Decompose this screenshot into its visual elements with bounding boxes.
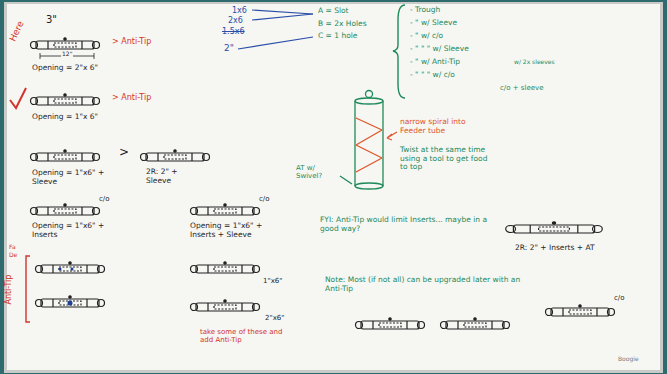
cap-label: c/o	[259, 195, 270, 203]
cap-label: c/o	[99, 195, 110, 203]
key-label: B = 2x Holes	[318, 20, 367, 29]
fyi-note: FYI: Anti-Tip would limit Inserts... may…	[320, 216, 490, 233]
group-label: Anti-Tip	[4, 275, 13, 305]
option-note: > Anti-Tip	[112, 93, 151, 102]
size-label: 3"	[46, 14, 57, 26]
variant-label: 2R: 2" + Inserts + AT	[515, 244, 595, 253]
list-item: - " w/ c/o	[410, 32, 443, 41]
green-brace	[393, 5, 405, 98]
idea-note: Twist at the same time using a tool to g…	[400, 146, 492, 172]
opening-label: Opening = 1"x6" + Inserts	[32, 222, 106, 239]
list-item: - " w/ Sleeve	[410, 19, 457, 28]
idea-note: narrow spiral into Feeder tube	[400, 118, 480, 135]
list-item: - " w/ Anti-Tip	[410, 58, 460, 67]
size-label: 2x6	[228, 16, 243, 25]
size-label: 1x6	[232, 6, 247, 15]
size-label: 1"x6"	[263, 277, 283, 285]
tube-sketches	[31, 38, 615, 329]
board-frame	[4, 2, 663, 373]
red-bracket	[26, 256, 30, 322]
edge-note: Fa	[9, 244, 16, 251]
board-surface	[7, 4, 660, 370]
note-label: Here	[7, 19, 25, 43]
list-item: - Trough	[410, 6, 440, 15]
dimension-label: 12"	[61, 51, 73, 58]
list-item: c/o + sleeve	[500, 84, 543, 92]
opening-label: Opening = 2"x 6"	[32, 64, 98, 73]
upgrade-note: Note: Most (if not all) can be upgraded …	[325, 276, 535, 293]
variant-label: 2R: 2" + Sleeve	[146, 168, 196, 185]
size-label: 2"x6"	[265, 314, 285, 322]
option-note: > Anti-Tip	[112, 37, 151, 46]
check-mark	[10, 88, 26, 108]
note-label: take some of these and add Anti-Tip	[200, 328, 292, 344]
opening-label: Opening = 1"x6" + Inserts + Sleeve	[190, 222, 270, 239]
size-label: 2"	[224, 43, 234, 53]
list-item: - " " " w/ c/o	[410, 71, 455, 80]
list-item: - " " " w/ Sleeve	[410, 45, 469, 54]
idea-note: AT w/ Swivel?	[296, 164, 340, 180]
opening-label: Opening = 1"x6" + Sleeve	[32, 169, 106, 186]
insert-dots	[59, 268, 74, 306]
key-label: A = Slot	[318, 7, 349, 16]
arrow-mark: >	[119, 146, 129, 160]
brand-mark: Boogie	[618, 356, 639, 363]
cap-label: c/o	[614, 294, 625, 302]
key-label: C = 1 hole	[318, 32, 358, 41]
edge-note: De	[9, 252, 17, 259]
size-label: 1.5x6	[222, 27, 245, 36]
list-note: w/ 2x sleeves	[514, 59, 555, 66]
opening-label: Opening = 1"x 6"	[32, 113, 98, 122]
feeder-tube-sketch	[340, 91, 397, 190]
blue-leaders	[238, 10, 313, 49]
